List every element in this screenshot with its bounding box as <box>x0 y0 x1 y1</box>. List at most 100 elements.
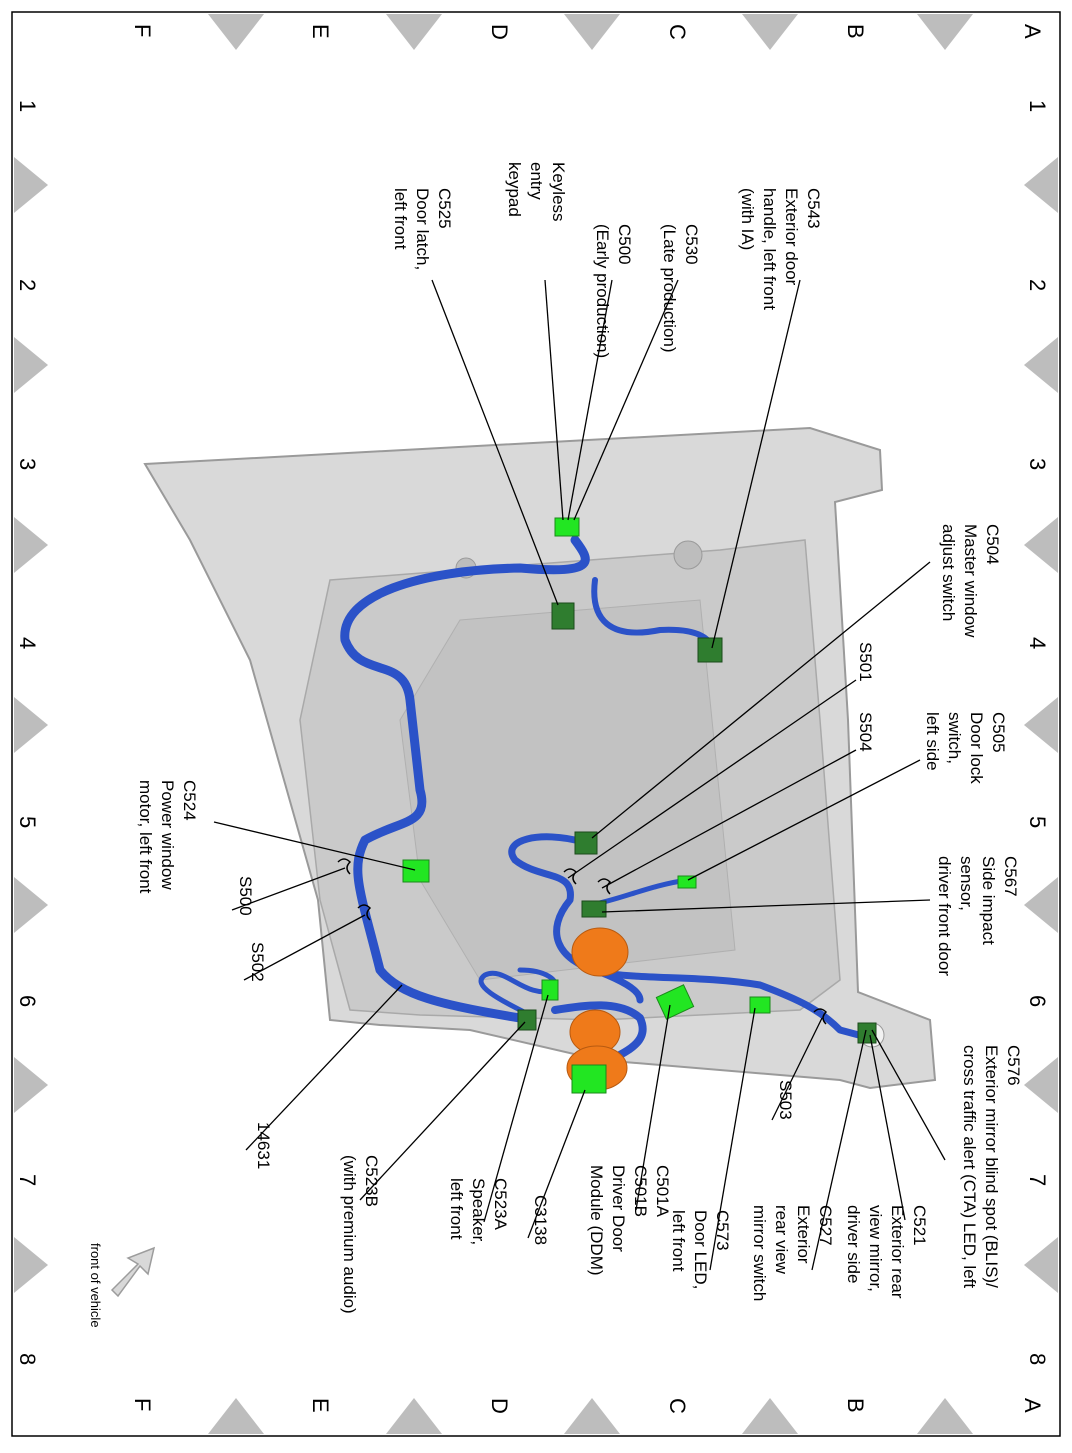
callout-description: Door lock <box>967 712 986 784</box>
callout-title: C530 <box>682 224 701 265</box>
grid-column-label: 6 <box>15 995 40 1007</box>
grid-marker <box>564 1398 620 1434</box>
callout-title: Keyless <box>549 162 568 222</box>
callout-title: C524 <box>180 780 199 821</box>
grid-column-label: 5 <box>1025 816 1050 828</box>
callout-c3138: C3138 <box>531 1195 550 1245</box>
callout-s501: S501 <box>856 642 875 682</box>
callout-description: (Early production) <box>593 224 612 358</box>
callout-title: C521 <box>910 1205 929 1246</box>
callout-description: keypad <box>505 162 524 217</box>
grid-column-label: 2 <box>15 279 40 291</box>
callout-description: (Late production) <box>660 224 679 353</box>
connector-c524 <box>402 859 430 883</box>
callout-title: C3138 <box>531 1195 550 1245</box>
grid-marker <box>386 1398 442 1434</box>
grid-marker <box>14 517 48 573</box>
splice-s503 <box>813 1008 828 1025</box>
leader-c501 <box>635 1004 671 1211</box>
callout-title: S501 <box>856 642 875 682</box>
callout-description: Side impact <box>979 856 998 945</box>
leader-c521 <box>869 1034 906 1221</box>
connector-c505 <box>581 900 607 918</box>
callout-title: C501A <box>653 1165 672 1218</box>
grid-row-label: B <box>843 1398 868 1413</box>
callout-title: C505 <box>989 712 1008 753</box>
grid-row-label: C <box>665 1398 690 1414</box>
callout-title: C527 <box>816 1205 835 1246</box>
leader-c524 <box>213 821 416 871</box>
leader-keypad <box>544 279 564 521</box>
grid-column-label: 7 <box>1025 1174 1050 1186</box>
grid-marker <box>917 14 973 50</box>
leader-s500 <box>231 867 346 911</box>
splice-s500 <box>337 858 352 875</box>
grid-row-label: A <box>1020 1398 1045 1413</box>
grid-marker <box>14 1057 48 1113</box>
leader-s501 <box>567 679 857 879</box>
callout-s504: S504 <box>856 712 875 752</box>
callout-c500: C500(Early production) <box>593 224 634 358</box>
leader-c505 <box>687 759 921 881</box>
grid-column-label: 4 <box>15 637 40 649</box>
front-arrow-icon <box>110 1246 156 1298</box>
callout-title: C576 <box>1004 1045 1023 1086</box>
leader-s502 <box>243 914 366 981</box>
callout-description: left front <box>391 188 410 250</box>
grid-column-label: 8 <box>1025 1353 1050 1365</box>
grid-column-label: 1 <box>1025 100 1050 112</box>
splice-s504 <box>597 878 612 895</box>
connector-c567 <box>677 875 697 889</box>
connector-c521 <box>857 1022 877 1044</box>
grid-marker <box>14 337 48 393</box>
door-trim-panel <box>399 599 736 981</box>
callout-description: Driver Door <box>609 1165 628 1252</box>
leader-c530 <box>573 279 679 521</box>
leader-c500 <box>567 279 613 521</box>
orange-module <box>571 927 629 977</box>
connector-c501 <box>655 984 695 1020</box>
connector-c530 <box>554 517 580 537</box>
grid-marker <box>1024 337 1058 393</box>
grid-marker <box>14 1237 48 1293</box>
callout-description: (with IA) <box>738 188 757 250</box>
grid-marker <box>1024 157 1058 213</box>
callout-description: Module (DDM) <box>587 1165 606 1276</box>
grid-column-label: 1 <box>15 100 40 112</box>
leader-lines <box>213 279 946 1271</box>
leader-14631 <box>245 984 403 1151</box>
callout-description: sensor, <box>957 856 976 911</box>
callout-title: 14631 <box>254 1122 273 1169</box>
callout-description: left front <box>447 1178 466 1240</box>
harness-main-trunk <box>340 535 590 1023</box>
callout-title: C523B <box>362 1155 381 1207</box>
connector-c523a <box>541 979 559 1001</box>
front-of-vehicle-indicator: front of vehicle <box>88 1243 156 1328</box>
grid-marker <box>1024 697 1058 753</box>
door-hole <box>673 540 703 570</box>
callout-s503: S503 <box>776 1080 795 1120</box>
grid-column-label: 3 <box>15 458 40 470</box>
callout-description: adjust switch <box>939 524 958 621</box>
callout-description: left front <box>669 1210 688 1272</box>
grid-marker <box>742 1398 798 1434</box>
callout-title: C523A <box>491 1178 510 1231</box>
callout-description: driver front door <box>935 856 954 976</box>
callout-title: S500 <box>236 876 255 916</box>
leader-c504 <box>591 561 931 839</box>
connector-c525 <box>551 602 575 630</box>
grid-marker <box>1024 1237 1058 1293</box>
grid-row-label: A <box>1020 24 1045 39</box>
grid-row-label: C <box>665 24 690 40</box>
